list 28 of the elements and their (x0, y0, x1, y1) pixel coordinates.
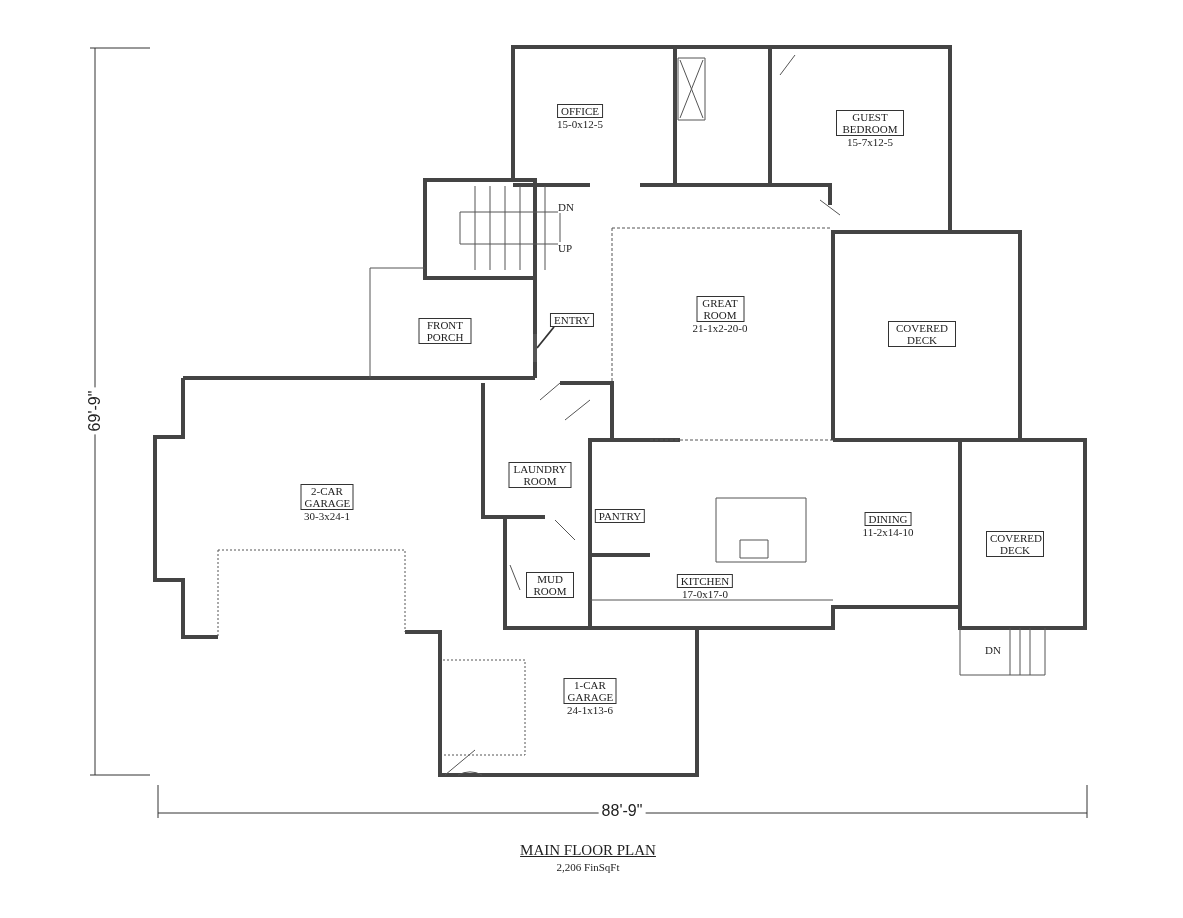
room-dimensions: 24-1x13-6 (567, 704, 613, 717)
room-name: KITCHEN (676, 574, 734, 588)
room-name: COVERED DECK (888, 321, 956, 347)
room-dimensions: 15-7x12-5 (847, 136, 893, 149)
stair-direction: DN (985, 644, 1001, 656)
stair-direction: DN (558, 201, 574, 213)
leader-line (536, 326, 555, 349)
room-name: COVERED DECK (986, 531, 1044, 557)
room-name: LAUNDRY ROOM (508, 462, 572, 488)
area-caption: 2,206 FinSqFt (556, 861, 620, 873)
room-dimensions: 30-3x24-1 (304, 510, 350, 523)
room-name: MUD ROOM (526, 572, 574, 598)
room-name: DINING (864, 512, 912, 526)
stair-direction: UP (558, 242, 573, 254)
room-dimensions: 15-0x12-5 (557, 118, 603, 131)
plan-title: MAIN FLOOR PLAN (520, 842, 656, 859)
room-name: GUEST BEDROOM (836, 110, 904, 136)
room-name: PANTRY (594, 509, 646, 523)
door-symbol (533, 334, 537, 362)
room-name: GREAT ROOM (696, 296, 744, 322)
room-name: 1-CAR GARAGE (563, 678, 617, 704)
room-name: ENTRY (549, 313, 595, 327)
room-dimensions: 11-2x14-10 (862, 526, 914, 539)
room-name: OFFICE (557, 104, 603, 118)
room-dimensions: 17-0x17-0 (682, 588, 728, 601)
room-dimensions: 21-1x2-20-0 (692, 322, 748, 335)
room-name: 2-CAR GARAGE (300, 484, 354, 510)
room-name: FRONT PORCH (418, 318, 472, 344)
